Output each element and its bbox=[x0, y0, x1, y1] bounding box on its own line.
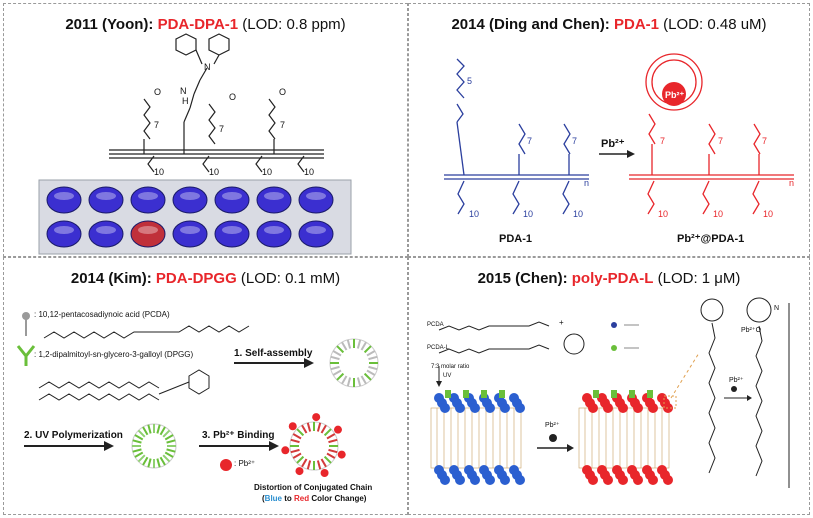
svg-text:10: 10 bbox=[154, 167, 164, 177]
pda-1-structure: 5 7 7 10 10 10 n 7 7 7 10 10 10 n Pb²⁺ P… bbox=[444, 53, 794, 245]
n-atom-label: N bbox=[774, 305, 780, 312]
well bbox=[88, 186, 124, 214]
step-self-assembly: 1. Self-assembly bbox=[234, 348, 313, 359]
well bbox=[298, 186, 334, 214]
well bbox=[256, 186, 292, 214]
panel-title: 2014 (Ding and Chen): PDA-1 (LOD: 0.48 u… bbox=[451, 16, 767, 33]
svg-text:N: N bbox=[204, 62, 211, 72]
pb-o-label: Pb²⁺O bbox=[741, 327, 762, 334]
svg-text:n: n bbox=[789, 178, 794, 188]
well bbox=[214, 220, 250, 248]
svg-text:10: 10 bbox=[304, 167, 314, 177]
well bbox=[172, 220, 208, 248]
pb-legend: : Pb²⁺ bbox=[234, 459, 256, 468]
svg-text:10: 10 bbox=[262, 167, 272, 177]
svg-text:10: 10 bbox=[763, 209, 773, 219]
panel-kim: 2014 (Kim): PDA-DPGG (LOD: 0.1 mM) : 10 bbox=[3, 257, 408, 515]
well bbox=[88, 220, 124, 248]
svg-text:10: 10 bbox=[573, 209, 583, 219]
reagent-label: Pb²⁺ bbox=[601, 138, 625, 150]
molar-ratio-label: 7:3 molar ratio bbox=[431, 364, 470, 370]
svg-text:7: 7 bbox=[660, 136, 665, 146]
panel-yoon: 2011 (Yoon): PDA-DPA-1 (LOD: 0.8 ppm) bbox=[3, 3, 408, 257]
pda-dpgg-scheme bbox=[16, 312, 379, 478]
pda-dpa-structure: N N H O O O 7 7 7 10 10 10 10 bbox=[109, 33, 324, 177]
step-pb-binding: 3. Pb²⁺ Binding bbox=[202, 430, 275, 441]
svg-text:N: N bbox=[180, 86, 187, 96]
svg-text:10: 10 bbox=[469, 209, 479, 219]
dpgg-legend: : 1,2-dipalmitoyl-sn-glycero-3-galloyl (… bbox=[34, 350, 194, 359]
svg-text:7: 7 bbox=[718, 136, 723, 146]
well bbox=[130, 186, 166, 214]
panel-title: 2014 (Kim): PDA-DPGG (LOD: 0.1 mM) bbox=[70, 270, 341, 287]
well bbox=[256, 220, 292, 248]
pcda-label: PCDA bbox=[427, 322, 444, 328]
well bbox=[46, 220, 82, 248]
svg-text:7: 7 bbox=[762, 136, 767, 146]
well bbox=[172, 186, 208, 214]
well bbox=[46, 186, 82, 214]
svg-text:5: 5 bbox=[467, 76, 472, 86]
svg-text:O: O bbox=[229, 92, 236, 102]
svg-text:10: 10 bbox=[713, 209, 723, 219]
svg-text:7: 7 bbox=[572, 136, 577, 146]
svg-text:7: 7 bbox=[527, 136, 532, 146]
caption-line-1: Distortion of Conjugated Chain bbox=[254, 483, 373, 492]
panel-title: 2011 (Yoon): PDA-DPA-1 (LOD: 0.8 ppm) bbox=[65, 16, 346, 33]
well bbox=[214, 186, 250, 214]
svg-text:7: 7 bbox=[219, 124, 224, 134]
caption-line-2: (Blue to Red Color Change) bbox=[262, 494, 367, 503]
svg-text:10: 10 bbox=[523, 209, 533, 219]
panel-ding-chen: 2014 (Ding and Chen): PDA-1 (LOD: 0.48 u… bbox=[408, 3, 810, 257]
svg-text:O: O bbox=[154, 87, 161, 97]
svg-text:O: O bbox=[279, 87, 286, 97]
pb-ion-label: Pb²⁺ bbox=[665, 90, 684, 100]
well bbox=[298, 220, 334, 248]
pcda-l-label: PCDA-L bbox=[427, 345, 450, 351]
svg-text:7: 7 bbox=[154, 120, 159, 130]
svg-text:n: n bbox=[584, 178, 589, 188]
plus-sign: + bbox=[559, 318, 564, 327]
well bbox=[130, 220, 166, 248]
uv-label: UV bbox=[443, 373, 452, 379]
panel-chen: 2015 (Chen): poly-PDA-L (LOD: 1 μM) bbox=[408, 257, 810, 515]
step-uv-polymerization: 2. UV Polymerization bbox=[24, 430, 123, 441]
pcda-legend: : 10,12-pentacosadiynoic acid (PCDA) bbox=[34, 310, 170, 319]
poly-pda-l-scheme bbox=[430, 297, 790, 488]
pb-label-right: Pb²⁺ bbox=[729, 377, 744, 384]
pb-pda-1-label: Pb²⁺@PDA-1 bbox=[677, 233, 744, 245]
panel-title: 2015 (Chen): poly-PDA-L (LOD: 1 μM) bbox=[477, 270, 741, 287]
pda-1-label: PDA-1 bbox=[499, 233, 532, 245]
svg-text:10: 10 bbox=[209, 167, 219, 177]
svg-text:H: H bbox=[182, 96, 189, 106]
svg-text:7: 7 bbox=[280, 120, 285, 130]
svg-text:10: 10 bbox=[658, 209, 668, 219]
pb-arrow-label: Pb²⁺ bbox=[545, 422, 560, 429]
well-plate-photo bbox=[38, 179, 352, 255]
